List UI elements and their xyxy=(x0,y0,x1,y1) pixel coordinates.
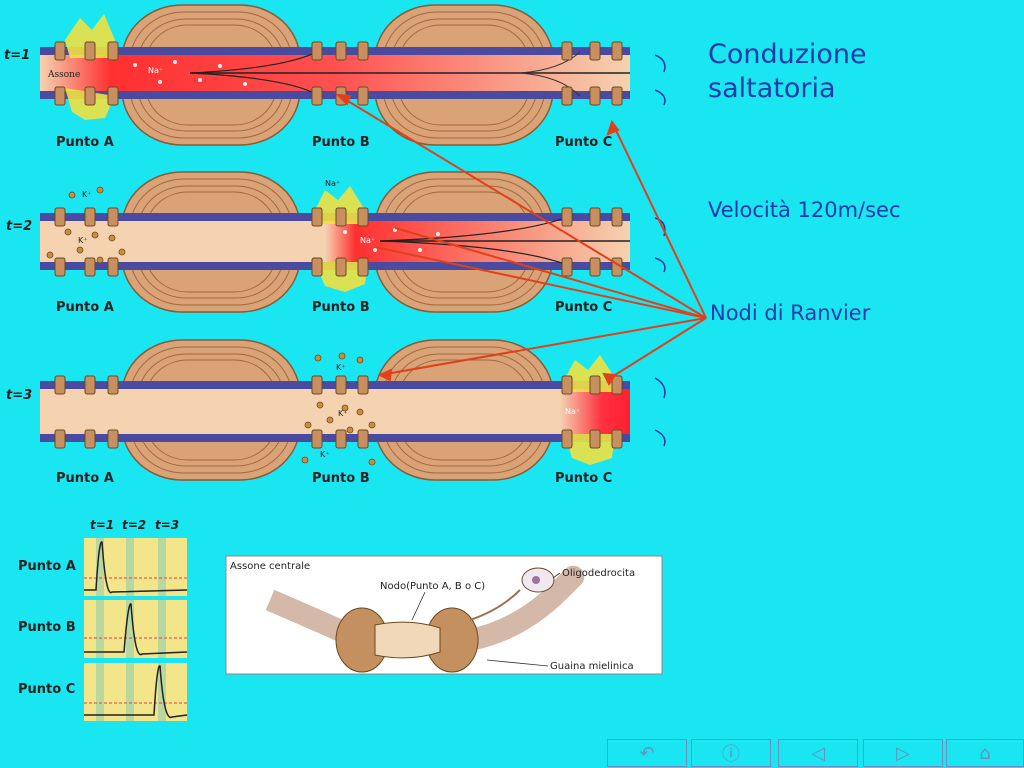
k-ion-label-bottom: K⁺ xyxy=(320,450,329,459)
ion-na-top: Na⁺ xyxy=(325,179,340,188)
slide-title-line2: saltatoria xyxy=(708,73,836,104)
next-icon: ▷ xyxy=(896,742,910,764)
time-label: t=1 xyxy=(4,48,30,63)
point-b-label: Punto B xyxy=(312,135,370,150)
time-label: t=3 xyxy=(6,388,32,403)
trace-time-t2: t=2 xyxy=(122,518,146,532)
velocity-text: Velocità 120m/sec xyxy=(708,198,901,222)
back-button[interactable]: ↶ xyxy=(607,739,687,767)
point-c-label: Punto C xyxy=(555,471,612,486)
k-ion-label: K⁺ xyxy=(338,409,347,418)
trace-row-c: Punto C xyxy=(18,663,188,721)
trace-row-a: Punto A xyxy=(18,538,188,596)
trace-label-b: Punto B xyxy=(18,620,76,635)
home-button[interactable]: ⌂ xyxy=(946,739,1024,767)
axon-label: Assone xyxy=(47,70,80,80)
trace-time-t1: t=1 xyxy=(90,518,114,532)
inset-oligodendrocyte: Oligodedrocita xyxy=(562,568,635,579)
k-ion-label-top: K⁺ xyxy=(336,363,345,372)
next-button[interactable]: ▷ xyxy=(863,739,943,767)
node-inset: Assone centrale Nodo(Punto A, B o C) Oli… xyxy=(225,555,663,675)
info-icon: ⓘ xyxy=(722,744,740,765)
inset-myelin-sheath: Guaina mielinica xyxy=(550,661,634,672)
point-a-label: Punto A xyxy=(56,471,114,486)
slide-title: Conduzione saltatoria xyxy=(708,38,1008,106)
inset-node: Nodo(Punto A, B o C) xyxy=(380,581,485,592)
point-b-label: Punto B xyxy=(312,471,370,486)
ion-na: Na⁺ xyxy=(360,236,375,245)
previous-button[interactable]: ◁ xyxy=(778,739,858,767)
trace-label-a: Punto A xyxy=(18,559,76,574)
panel-t3: K⁺ K⁺ K⁺ Na⁺ t=3 Punto A Punto B Punto C xyxy=(6,339,666,486)
ranvier-nodes-label: Nodi di Ranvier xyxy=(710,301,871,325)
trace-row-b: Punto B xyxy=(18,600,188,658)
action-potential-traces: t=1 t=2 t=3 Punto A Punto B xyxy=(18,518,188,721)
point-b-label: Punto B xyxy=(312,300,370,315)
point-c-label: Punto C xyxy=(555,135,612,150)
trace-time-t3: t=3 xyxy=(155,518,179,532)
panel-t2: K⁺ K⁺ Na⁺ Na⁺ t=2 Punto A Punto B Punto … xyxy=(6,171,666,315)
ion-na: Na⁺ xyxy=(148,66,163,75)
back-icon: ↶ xyxy=(639,742,655,764)
panel-t1: Assone Na⁺ t=1 Punto A Punto B Punto C xyxy=(4,4,666,150)
k-ion-label: K⁺ xyxy=(78,236,87,245)
info-button[interactable]: ⓘ xyxy=(691,739,771,767)
k-ion-label-top: K⁺ xyxy=(82,190,91,199)
ion-na: Na⁺ xyxy=(565,407,580,416)
inset-central-axon: Assone centrale xyxy=(230,561,310,572)
slide-title-line1: Conduzione xyxy=(708,39,867,70)
point-c-label: Punto C xyxy=(555,300,612,315)
point-a-label: Punto A xyxy=(56,135,114,150)
time-label: t=2 xyxy=(6,219,32,234)
trace-label-c: Punto C xyxy=(18,682,75,697)
previous-icon: ◁ xyxy=(811,742,825,764)
point-a-label: Punto A xyxy=(56,300,114,315)
ranvier-arrows xyxy=(335,93,707,386)
home-icon: ⌂ xyxy=(979,742,991,764)
